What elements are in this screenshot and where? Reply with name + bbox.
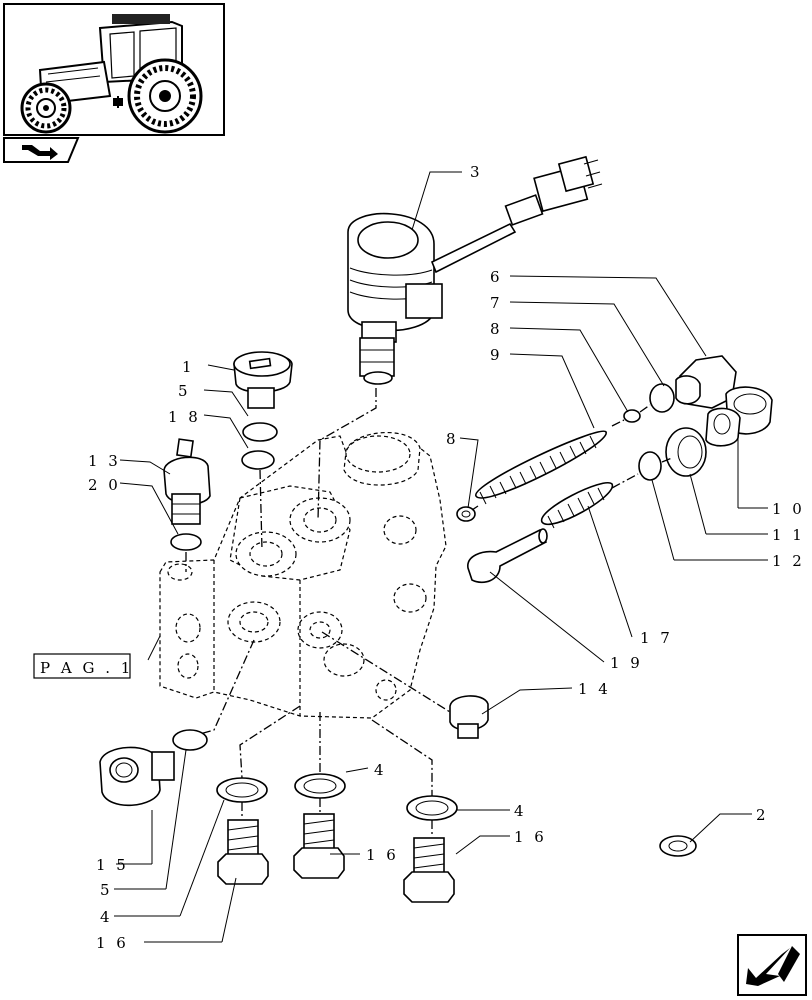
bolt-16-mid [293,813,345,879]
bolt-16-right [403,837,455,903]
plug-part-15 [99,746,175,807]
washer-2 [659,835,697,857]
o-ring-20 [170,533,202,551]
callout-16: 1 6 [96,934,129,952]
o-ring-18 [241,450,275,470]
callout-1: 1 [182,358,195,376]
plug-part-14 [449,695,489,739]
spring-9 [475,430,607,505]
washer-11 [665,427,707,477]
callout-15: 1 5 [96,856,129,874]
page-reference-box[interactable] [33,653,131,679]
callout-6: 6 [490,268,503,286]
callout-8: 8 [446,430,459,448]
callout-17: 1 7 [640,629,673,647]
next-page-arrow-icon[interactable] [737,934,807,996]
pressure-switch-part [163,438,211,525]
callout-20: 2 0 [88,476,121,494]
washer-4-right [406,795,458,821]
callout-16: 1 6 [366,846,399,864]
o-ring-7 [649,383,675,413]
tractor-thumbnail-icon[interactable] [3,3,225,136]
o-ring-5-bottom [172,729,208,751]
callout-14: 1 4 [578,680,611,698]
o-ring-12 [638,451,662,481]
bolt-16-left [217,819,269,885]
callout-18: 1 8 [168,408,201,426]
callout-19: 1 9 [610,654,643,672]
plug-part-10 [705,386,773,447]
callout-9: 9 [490,346,503,364]
callout-8: 8 [490,320,503,338]
solenoid-part [347,155,603,385]
spool-19 [467,528,548,584]
plug-part-6 [675,355,737,409]
callout-3: 3 [470,163,483,181]
valve-body [159,431,447,719]
callout-12: 1 2 [772,552,805,570]
o-ring-5-top [242,422,278,442]
callout-13: 1 3 [88,452,121,470]
plug-part-1 [233,351,293,409]
callout-10: 1 0 [772,500,805,518]
washer-8-low [456,506,476,522]
callout-4: 4 [100,908,113,926]
washer-8-top [623,409,641,423]
callout-16: 1 6 [514,828,547,846]
callout-7: 7 [490,294,503,312]
washer-4-mid [294,773,346,799]
callout-4: 4 [514,802,527,820]
section-arrow-icon[interactable] [3,137,80,163]
spring-17 [541,482,613,529]
callout-11: 1 1 [772,526,805,544]
callout-4: 4 [374,761,387,779]
callout-2: 2 [756,806,769,824]
page-reference-label: P A G . 1 [40,659,133,677]
callout-5: 5 [178,382,191,400]
washer-4-left [216,777,268,803]
callout-5: 5 [100,881,113,899]
